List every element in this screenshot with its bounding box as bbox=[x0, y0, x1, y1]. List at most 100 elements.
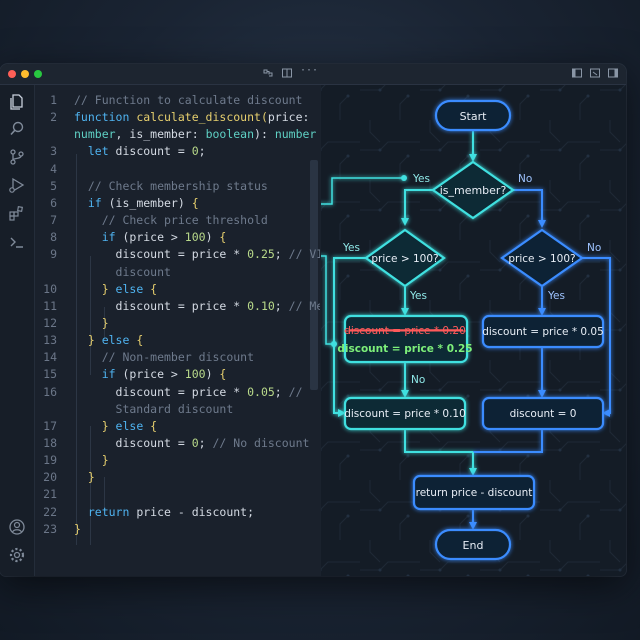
line-number: 13 bbox=[43, 333, 57, 348]
return-label: return price - discount bbox=[416, 487, 533, 499]
line-number: 18 bbox=[43, 436, 57, 450]
code-line[interactable]: discount bbox=[35, 264, 320, 281]
code-token: (price > bbox=[122, 367, 185, 382]
code-text: // Check price threshold bbox=[74, 212, 268, 229]
source-control-icon[interactable] bbox=[8, 148, 26, 166]
panel-left-icon[interactable] bbox=[571, 67, 583, 82]
member-discount-label: discount = price * 0.10 bbox=[344, 408, 466, 420]
code-line[interactable]: 21 bbox=[35, 486, 320, 503]
code-token: ) bbox=[205, 367, 220, 382]
code-line[interactable]: 22 return price - discount; bbox=[35, 504, 320, 521]
line-number: 14 bbox=[43, 350, 57, 365]
code-token: // No discount bbox=[212, 436, 310, 450]
run-debug-icon[interactable] bbox=[8, 176, 26, 194]
line-number: 5 bbox=[50, 178, 57, 193]
code-line[interactable]: 20 } bbox=[35, 469, 320, 486]
code-line[interactable]: 9 discount = price * 0.25; // VIP bbox=[35, 246, 320, 263]
standard-discount-box bbox=[481, 314, 605, 349]
code-token: { bbox=[219, 230, 227, 245]
yes-label-vip-down: Yes bbox=[409, 290, 427, 302]
more-icon[interactable]: ··· bbox=[300, 65, 319, 76]
code-token: if bbox=[74, 230, 123, 245]
code-token: if bbox=[74, 195, 109, 210]
code-token: { bbox=[191, 195, 199, 210]
code-text: discount = price * 0.25; // VIP bbox=[74, 246, 320, 263]
no-label-vip: No bbox=[411, 374, 425, 386]
terminal-icon[interactable] bbox=[8, 233, 26, 251]
search-icon[interactable] bbox=[8, 120, 26, 138]
files-icon[interactable] bbox=[8, 93, 26, 111]
std-price-decision-node bbox=[500, 228, 584, 288]
line-number: 9 bbox=[50, 247, 57, 262]
code-line[interactable]: 16 discount = price * 0.05; // bbox=[35, 384, 320, 401]
settings-icon[interactable] bbox=[8, 546, 26, 564]
maximize-button[interactable] bbox=[34, 70, 42, 78]
code-text: } bbox=[74, 315, 109, 332]
code-line[interactable]: 15 if (price > 100) { bbox=[35, 366, 320, 383]
layout-icon[interactable] bbox=[281, 67, 293, 82]
code-line[interactable]: 5 // Check membership status bbox=[35, 178, 320, 195]
code-line[interactable]: 3 let discount = 0; bbox=[35, 143, 320, 160]
code-token: , is_member: bbox=[115, 127, 206, 142]
code-line[interactable]: 12 } bbox=[35, 315, 320, 332]
vip-discount-box bbox=[343, 314, 469, 364]
minimize-button[interactable] bbox=[21, 70, 29, 78]
code-line[interactable]: 18 discount = 0; // No discount bbox=[35, 435, 320, 452]
code-line[interactable]: 10 } else { bbox=[35, 281, 320, 298]
code-text: if (is_member) { bbox=[74, 195, 199, 212]
code-token: ): bbox=[254, 127, 275, 142]
split-editor-icon[interactable] bbox=[262, 67, 274, 82]
line-number: 6 bbox=[50, 195, 57, 210]
yes-label-std: Yes bbox=[547, 290, 565, 302]
panel-right-icon[interactable] bbox=[607, 67, 619, 82]
code-line[interactable]: 7 // Check price threshold bbox=[35, 212, 320, 229]
code-line[interactable]: 4 bbox=[35, 161, 320, 178]
code-token: // Check price threshold bbox=[74, 213, 268, 228]
code-line[interactable]: 11 discount = price * 0.10; // Member bbox=[35, 298, 320, 315]
line-number: 15 bbox=[43, 367, 57, 382]
code-text: discount = 0; // No discount bbox=[74, 435, 310, 452]
code-token: } bbox=[74, 418, 116, 433]
account-icon[interactable] bbox=[8, 518, 26, 536]
code-token: discount = price * bbox=[74, 247, 248, 262]
code-token: ; bbox=[274, 298, 289, 313]
extensions-icon[interactable] bbox=[8, 204, 26, 222]
code-token: else bbox=[101, 333, 137, 348]
close-button[interactable] bbox=[8, 70, 16, 78]
code-line[interactable]: 8 if (price > 100) { bbox=[35, 229, 320, 246]
code-line[interactable]: 13 } else { bbox=[35, 332, 320, 349]
code-line[interactable]: 23} bbox=[35, 521, 320, 538]
line-number: 17 bbox=[43, 418, 57, 433]
code-token: discount bbox=[74, 264, 171, 279]
code-line[interactable]: Standard discount bbox=[35, 401, 320, 418]
code-text: } else { bbox=[74, 332, 143, 349]
code-line[interactable]: 17 } else { bbox=[35, 418, 320, 435]
code-token: function bbox=[74, 110, 137, 125]
standard-discount-label: discount = price * 0.05 bbox=[482, 326, 604, 338]
end-label: End bbox=[463, 539, 484, 552]
code-text: } else { bbox=[74, 418, 157, 435]
editor-scrollbar[interactable] bbox=[310, 160, 318, 390]
code-token: price - discount; bbox=[136, 504, 255, 519]
code-token: 0.25 bbox=[247, 247, 275, 262]
code-token: if bbox=[74, 367, 123, 382]
code-text: // Non-member discount bbox=[74, 349, 254, 366]
line-number: 22 bbox=[43, 504, 57, 519]
line-number: 2 bbox=[50, 110, 57, 125]
code-text: return price - discount; bbox=[74, 504, 254, 521]
code-line[interactable]: 6 if (is_member) { bbox=[35, 195, 320, 212]
code-token: let bbox=[74, 144, 116, 159]
code-token: { bbox=[219, 367, 227, 382]
code-line[interactable]: 14 // Non-member discount bbox=[35, 349, 320, 366]
code-token: discount = price * bbox=[74, 298, 248, 313]
code-token: } bbox=[74, 281, 116, 296]
code-line[interactable]: number, is_member: boolean): number { bbox=[35, 126, 320, 143]
line-number: 7 bbox=[50, 213, 57, 228]
code-token: else bbox=[115, 418, 151, 433]
panel-bottom-icon[interactable] bbox=[589, 67, 601, 82]
code-text: discount = price * 0.05; // bbox=[74, 384, 303, 401]
code-line[interactable]: 1// Function to calculate discount bbox=[35, 92, 320, 109]
code-line[interactable]: 19 } bbox=[35, 452, 320, 469]
